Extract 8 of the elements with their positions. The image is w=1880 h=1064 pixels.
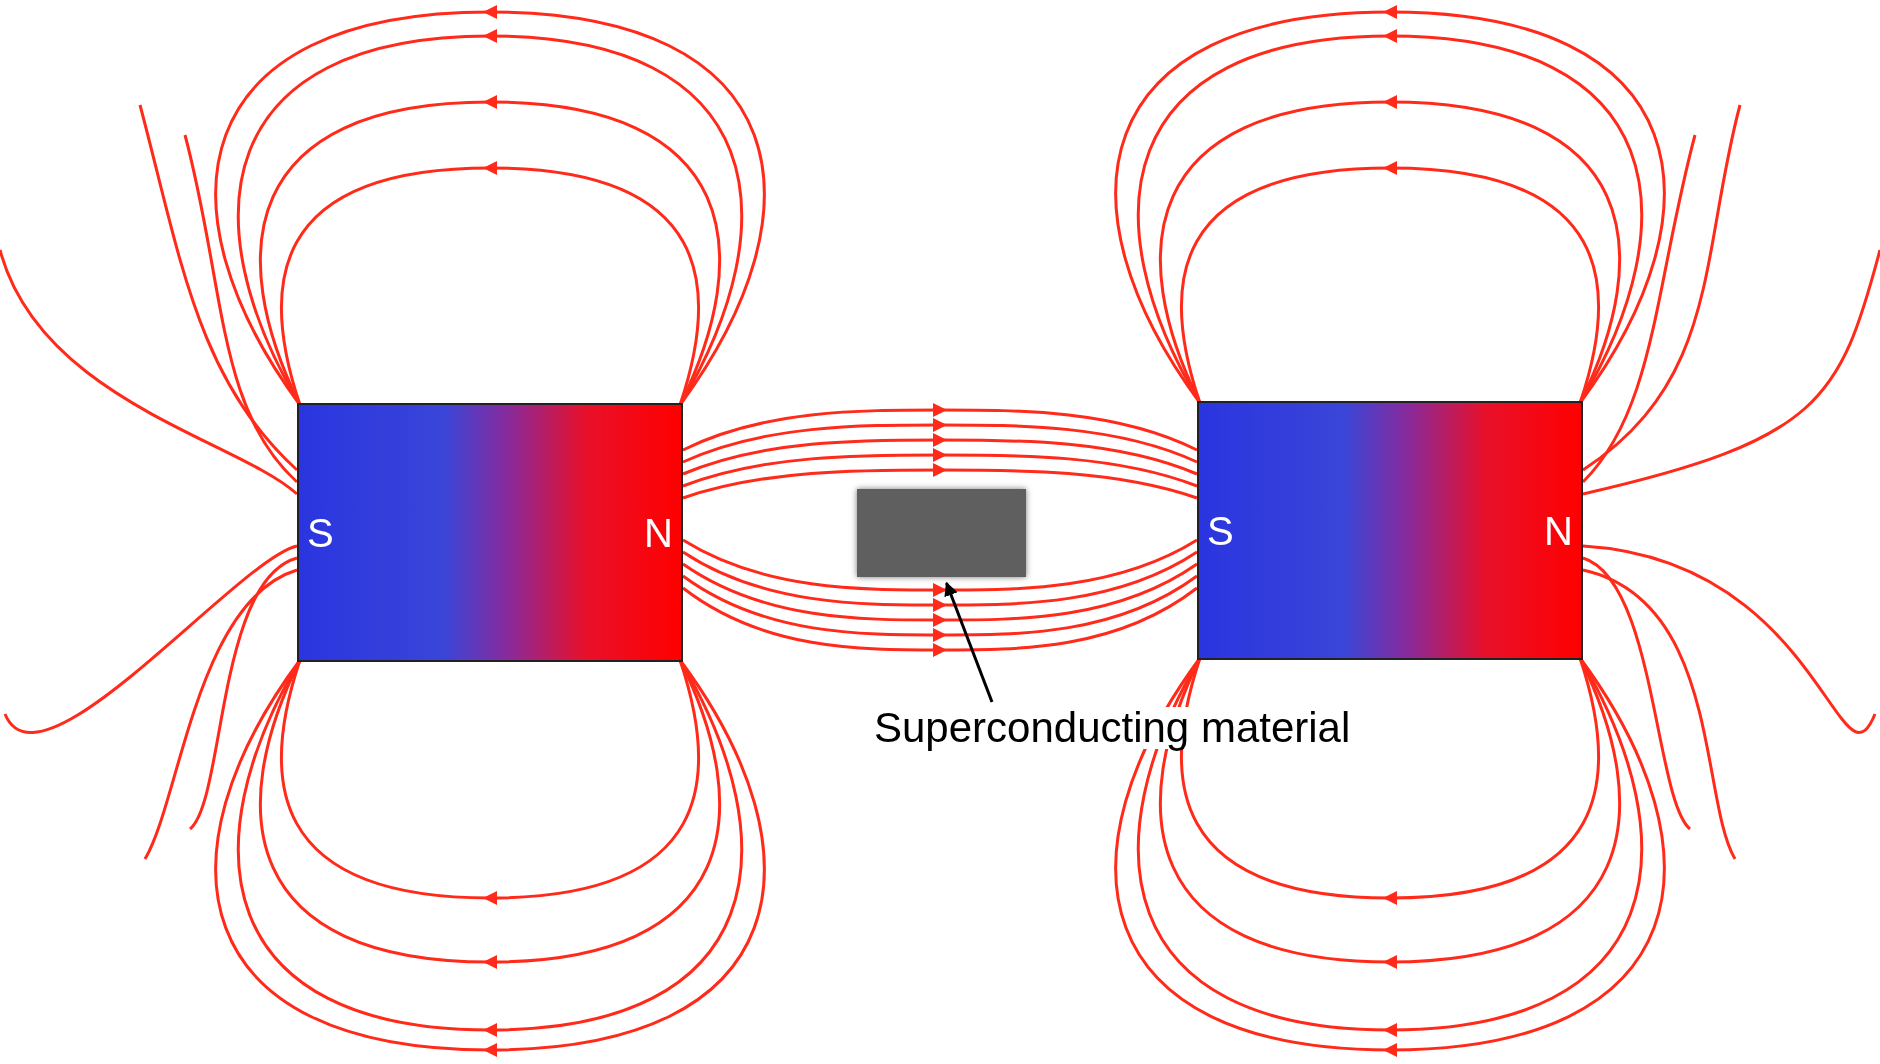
pole-label: N	[644, 512, 673, 553]
leader-line	[944, 581, 994, 703]
pole-label: S	[1207, 510, 1234, 551]
pole-label: N	[1544, 510, 1573, 551]
bar-magnet	[297, 403, 683, 662]
pole-label: S	[307, 512, 334, 553]
bar-magnet	[1197, 401, 1583, 660]
superconductor-block	[857, 489, 1026, 577]
